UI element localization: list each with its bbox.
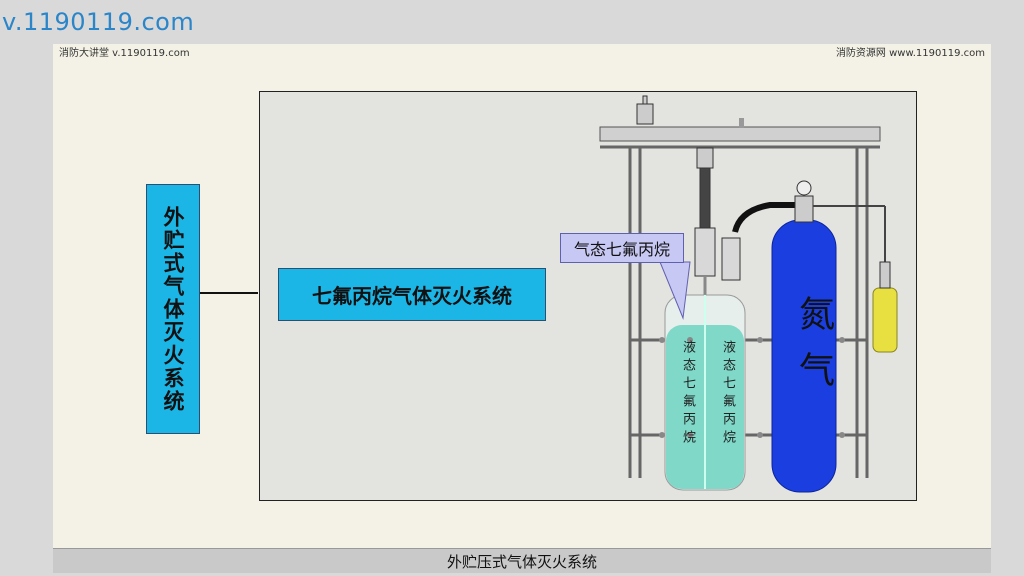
manifold-pipe [599, 126, 881, 142]
footer-title: 外贮压式气体灭火系统 [53, 548, 991, 573]
nitrogen-cylinder [771, 180, 837, 493]
credit-left: 消防大讲堂 v.1190119.com [59, 48, 190, 59]
root-system-box: 外贮式气体灭火系统 [146, 184, 200, 434]
agent-cylinder [664, 294, 746, 491]
watermark-url: v.1190119.com [2, 8, 195, 36]
gas-callout: 气态七氟丙烷 [560, 233, 684, 263]
frame-bolts [659, 337, 845, 438]
liquid-label-left: 液态七氟丙烷 [680, 340, 695, 448]
liquid-label-right: 液态七氟丙烷 [720, 340, 735, 448]
connector-line [200, 292, 258, 294]
nitrogen-label: 氮气 [793, 295, 834, 407]
credit-right: 消防资源网 www.1190119.com [835, 48, 985, 59]
top-valve [636, 95, 654, 125]
nitrogen-hose [732, 202, 800, 233]
system-type-box: 七氟丙烷气体灭火系统 [278, 268, 546, 321]
pilot-cylinder [872, 261, 898, 353]
